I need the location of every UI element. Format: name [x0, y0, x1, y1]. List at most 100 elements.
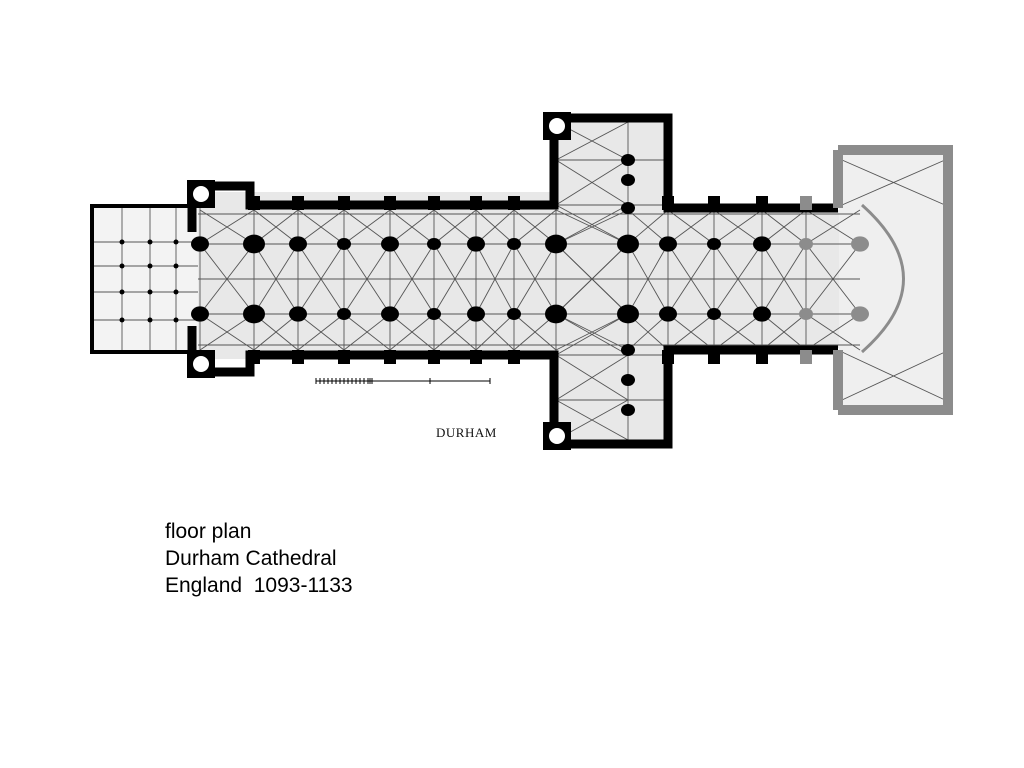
- galilee-outline: [90, 204, 190, 354]
- aisle-rib-n2-2: [297, 209, 345, 245]
- pier-south-1: [243, 304, 265, 324]
- pier-south-12: [753, 306, 771, 322]
- galilee-column-2-2: [173, 289, 179, 295]
- apse-curve: [861, 203, 905, 354]
- aisle-rib-s2-5: [433, 313, 477, 351]
- aisle-rib-s2-11: [713, 313, 763, 351]
- vault-rib-b-10: [667, 243, 715, 315]
- aisle-rib-s2-8: [555, 313, 629, 351]
- buttress-south-7: [508, 350, 520, 364]
- buttress-north-11: [708, 196, 720, 210]
- transept-pier-1: [621, 174, 635, 186]
- buttress-north-10: [662, 196, 674, 210]
- caption-line-3: England 1093-1133: [165, 574, 353, 597]
- galilee-column-1-2: [147, 289, 153, 295]
- galilee-column-2-3: [173, 317, 179, 323]
- pier-north-3: [337, 238, 351, 250]
- pier-north-9: [617, 234, 639, 254]
- buttress-south-2: [292, 350, 304, 364]
- transept-pier-0: [621, 154, 635, 166]
- chapel-rib-3: [841, 351, 946, 401]
- pier-north-8: [545, 234, 567, 254]
- turret-stair-nw: [193, 186, 209, 202]
- chapel-of-nine-altars: [833, 145, 953, 415]
- vault-rib-b-6: [475, 243, 515, 315]
- turret-stair-nt: [549, 118, 565, 134]
- vault-rib-b-13: [805, 243, 861, 315]
- transept-floor: [554, 122, 669, 440]
- aisle-rib-n2-13: [805, 209, 861, 245]
- aisle-rib-n2-3: [343, 209, 391, 245]
- aisle-rib-s2-2: [297, 313, 345, 351]
- nave-floor: [198, 192, 554, 359]
- western-galilee-floor: [92, 206, 198, 353]
- transept-rib-b-1: [555, 159, 629, 206]
- buttress-south-13: [800, 350, 812, 364]
- transept-pier-5: [621, 404, 635, 416]
- buttress-north-5: [428, 196, 440, 210]
- pier-north-6: [467, 236, 485, 252]
- pier-south-6: [467, 306, 485, 322]
- galilee-column-2-1: [173, 263, 179, 269]
- piers: [119, 154, 869, 416]
- transept-rib-b-2: [555, 204, 629, 245]
- transept-pier-4: [621, 374, 635, 386]
- aisle-rib-n2-0: [199, 209, 255, 245]
- buttress-north-3: [338, 196, 350, 210]
- aisle-rib-n2-4: [389, 209, 435, 245]
- caption-line-2: Durham Cathedral: [165, 547, 337, 570]
- pier-north-7: [507, 238, 521, 250]
- plan-label: DURHAM: [436, 425, 497, 440]
- galilee-walls: [90, 204, 190, 354]
- buttress-south-3: [338, 350, 350, 364]
- scale-bar: [315, 378, 491, 384]
- pier-south-10: [659, 306, 677, 322]
- pier-south-7: [507, 308, 521, 320]
- galilee-column-1-0: [147, 239, 153, 245]
- aisle-rib-n2-7: [513, 209, 557, 245]
- pier-south-4: [381, 306, 399, 322]
- pier-south-9: [617, 304, 639, 324]
- buttress-north-13: [800, 196, 812, 210]
- pier-south-13: [799, 308, 813, 320]
- buttress-north-1: [248, 196, 260, 210]
- transept-rib-b-4: [555, 313, 629, 356]
- aisle-rib-s2-13: [805, 313, 861, 351]
- galilee-column-2-0: [173, 239, 179, 245]
- pier-north-1: [243, 234, 265, 254]
- vault-rib-b-7: [513, 243, 557, 315]
- aisle-rib-n2-12: [761, 209, 807, 245]
- buttress-north-6: [470, 196, 482, 210]
- caption-line-1: floor plan: [165, 520, 252, 543]
- pier-north-5: [427, 238, 441, 250]
- galilee-column-1-3: [147, 317, 153, 323]
- aisle-rib-n2-10: [667, 209, 715, 245]
- transept-rib-b-3: [555, 243, 629, 315]
- pier-south-2: [289, 306, 307, 322]
- transept-pier-2: [621, 202, 635, 214]
- galilee-column-0-0: [119, 239, 125, 245]
- pier-south-14: [851, 306, 869, 322]
- buttress-south-11: [708, 350, 720, 364]
- buttress-south-6: [470, 350, 482, 364]
- aisle-rib-s2-0: [199, 313, 255, 351]
- buttress-south-12: [756, 350, 768, 364]
- pier-south-0: [191, 306, 209, 322]
- aisle-rib-s2-3: [343, 313, 391, 351]
- vault-rib-b-3: [343, 243, 391, 315]
- buttress-south-1: [248, 350, 260, 364]
- vault-rib-b-0: [199, 243, 255, 315]
- buttress-north-2: [292, 196, 304, 210]
- turret-stair-st: [549, 428, 565, 444]
- pier-south-8: [545, 304, 567, 324]
- buttress-north-4: [384, 196, 396, 210]
- aisle-rib-s2-12: [761, 313, 807, 351]
- vault-rib-b-1: [253, 243, 299, 315]
- aisle-rib-s2-6: [475, 313, 515, 351]
- pier-south-3: [337, 308, 351, 320]
- aisle-rib-s2-9: [627, 313, 669, 351]
- pier-north-2: [289, 236, 307, 252]
- galilee-column-0-1: [119, 263, 125, 269]
- aisle-rib-n2-11: [713, 209, 763, 245]
- galilee-column-0-2: [119, 289, 125, 295]
